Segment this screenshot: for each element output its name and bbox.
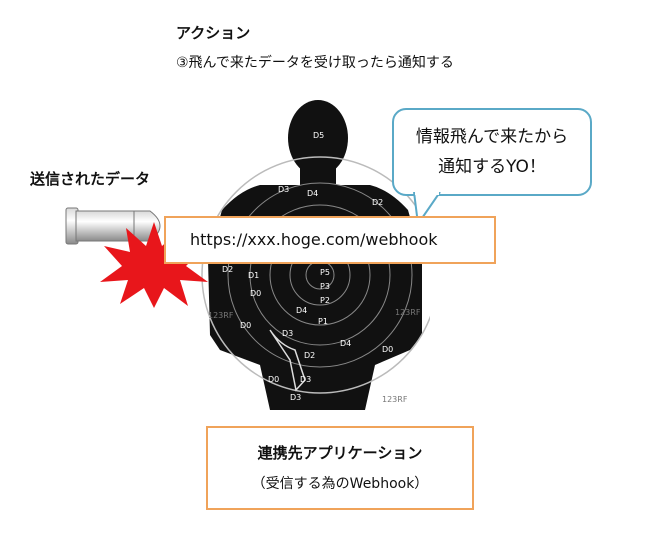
webhook-url-box: https://xxx.hoge.com/webhook <box>164 216 496 264</box>
zone-label: P5 <box>320 268 330 277</box>
zone-label: D0 <box>268 375 279 384</box>
speech-bubble-line2: 通知するYO！ <box>438 157 546 177</box>
zone-label: P2 <box>320 296 330 305</box>
zone-label: D3 <box>300 375 311 384</box>
watermark: 123RF <box>395 308 421 317</box>
zone-label: D0 <box>250 289 261 298</box>
destination-app-box: 連携先アプリケーション （受信する為のWebhook） <box>206 426 474 510</box>
zone-label: D3 <box>290 393 301 402</box>
zone-label: D4 <box>340 339 351 348</box>
zone-label: D0 <box>382 345 393 354</box>
impact-splash-icon <box>100 222 208 308</box>
silhouette-neck <box>300 166 336 192</box>
watermark: 123RF <box>382 395 408 404</box>
zone-label: D3 <box>278 185 289 194</box>
zone-label: D3 <box>282 329 293 338</box>
speech-bubble-line1: 情報飛んで来たから <box>415 127 569 147</box>
sent-data-label: 送信されたデータ <box>30 170 151 188</box>
zone-label: D5 <box>313 131 324 140</box>
zone-label: P3 <box>320 282 330 291</box>
target-ring-outer <box>201 156 430 394</box>
target-ring <box>249 204 391 346</box>
action-title: アクション <box>176 24 251 42</box>
zone-label: D0 <box>240 321 251 330</box>
bullet-icon <box>65 207 161 245</box>
zone-label: D2 <box>304 351 315 360</box>
zone-label: D2 <box>372 198 383 207</box>
silhouette-hand <box>269 329 306 392</box>
target-ring <box>227 182 413 368</box>
webhook-url: https://xxx.hoge.com/webhook <box>190 230 438 249</box>
zone-label: P1 <box>318 317 328 326</box>
app-subtitle: （受信する為のWebhook） <box>251 476 429 492</box>
watermark: 123RF <box>208 311 234 320</box>
zone-label: D2 <box>222 265 233 274</box>
action-description: ③飛んで来たデータを受け取ったら通知する <box>176 55 454 71</box>
speech-bubble: 情報飛んで来たから 通知するYO！ <box>392 108 592 196</box>
zone-label: D4 <box>307 189 318 198</box>
zone-label: D4 <box>296 306 307 315</box>
app-title: 連携先アプリケーション <box>257 444 423 462</box>
zone-label: D1 <box>248 271 259 280</box>
